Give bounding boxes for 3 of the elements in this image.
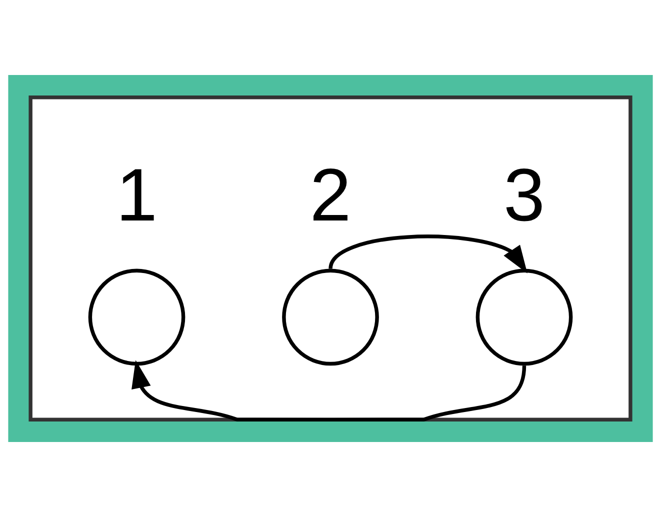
node-label: 3 xyxy=(504,153,545,236)
node-label: 1 xyxy=(116,153,158,236)
node-label: 2 xyxy=(310,153,352,236)
